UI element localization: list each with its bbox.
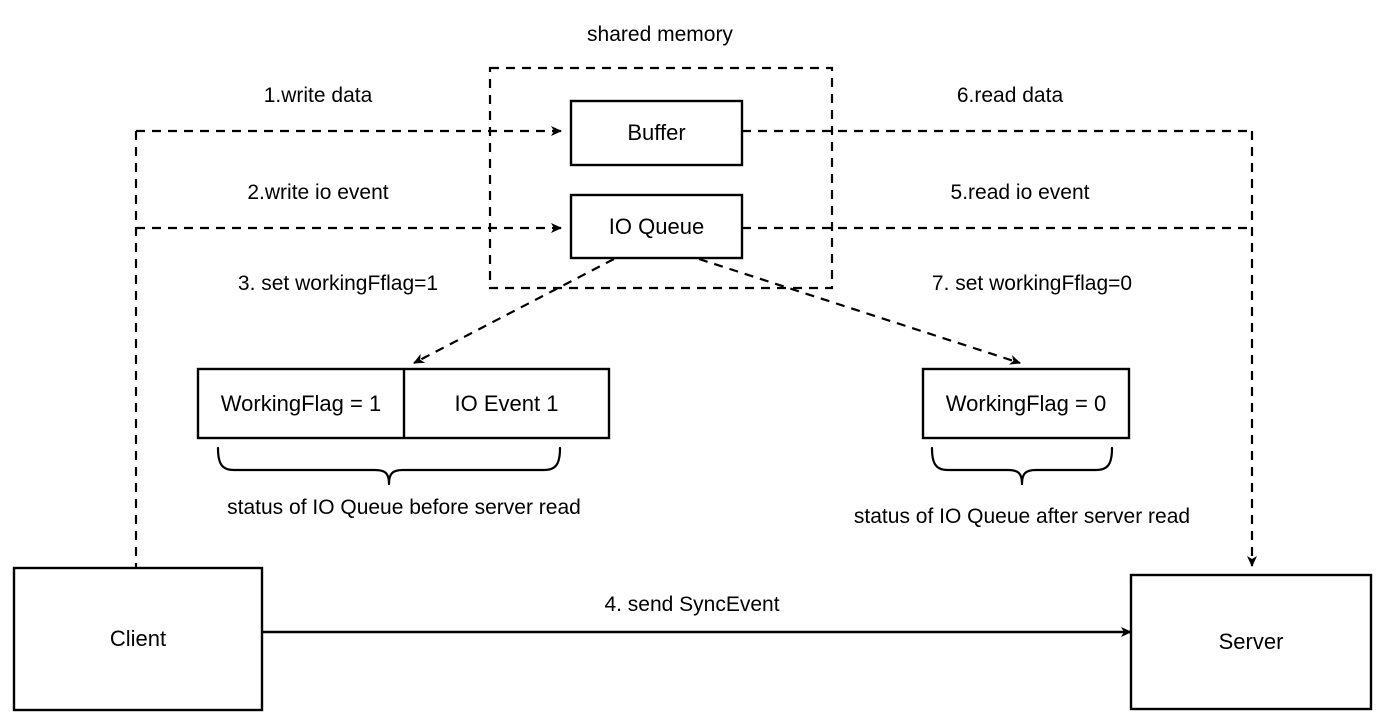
server-node [1129, 573, 1373, 711]
flow-io-queue-to-before-state [413, 258, 615, 364]
step-label-4-send-syncevent: 4. send SyncEvent [604, 593, 780, 616]
step-label-7-set-workingflag-0: 7. set workingFflag=0 [931, 272, 1133, 295]
brace-after-read [930, 446, 1114, 486]
step-label-5-read-io-event: 5.read io event [950, 181, 1090, 204]
step-label-2-write-io-event: 2.write io event [247, 181, 389, 204]
status-after-node [921, 367, 1131, 440]
step-label-3-set-workingflag-1: 3. set workingFflag=1 [237, 272, 439, 295]
client-node [12, 566, 264, 712]
step-label-6-read-data: 6.read data [956, 84, 1064, 107]
caption-status-before-read: status of IO Queue before server read [227, 496, 581, 519]
caption-status-after-read: status of IO Queue after server read [853, 505, 1191, 528]
buffer-node [569, 99, 744, 167]
brace-before-read [216, 446, 562, 486]
flow-io-queue-to-after-state [698, 257, 1021, 365]
shared-memory-title: shared memory [587, 23, 733, 46]
shared-memory-container [488, 66, 834, 290]
step-label-1-write-data: 1.write data [263, 84, 373, 107]
io-queue-node [569, 193, 744, 260]
